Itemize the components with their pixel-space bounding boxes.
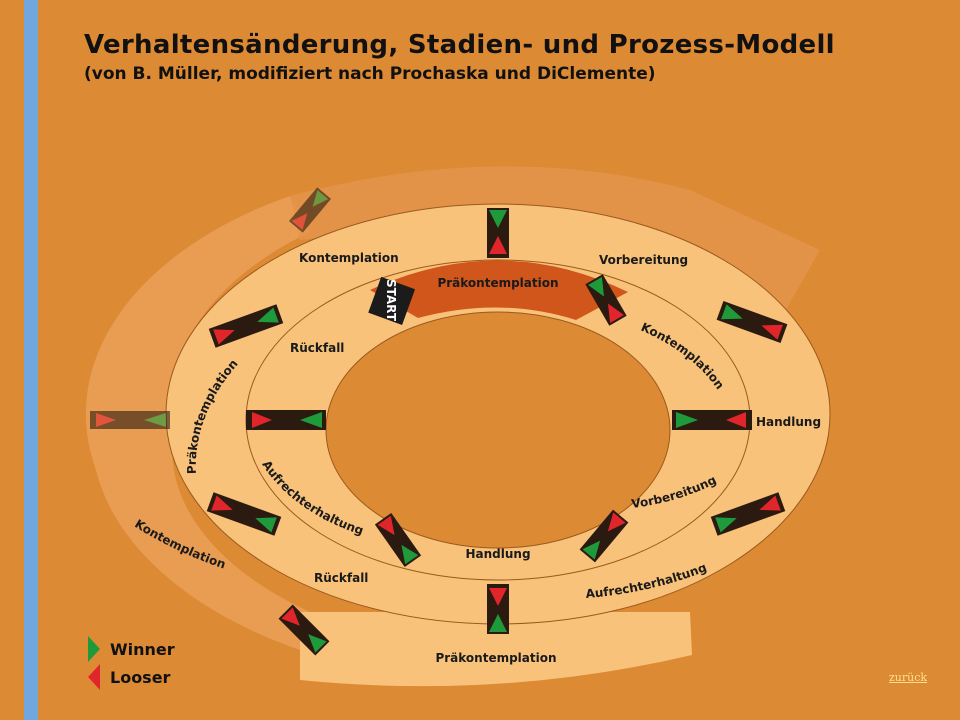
transition-marker (208, 304, 284, 348)
inner-label-handlung: Handlung (465, 547, 530, 561)
back-link[interactable]: zurück (889, 671, 928, 684)
transition-marker (246, 410, 326, 430)
transition-marker (288, 187, 332, 233)
extension-label-praekontemplation: Präkontemplation (435, 651, 556, 665)
outer-label-vorbereitung: Vorbereitung (599, 253, 688, 267)
transition-markers (90, 187, 788, 656)
inner-label-rueckfall: Rückfall (290, 341, 344, 355)
legend-winner: Winner (88, 636, 175, 662)
transition-marker (487, 584, 509, 634)
sidebar-stripe (24, 0, 38, 720)
legend-looser-label: Looser (110, 667, 171, 687)
transition-marker (487, 208, 509, 258)
transition-marker (206, 492, 282, 536)
transition-marker (716, 300, 788, 344)
legend-looser: Looser (88, 664, 170, 690)
legend-winner-label: Winner (110, 639, 175, 659)
inner-label-praekontemplation: Präkontemplation (437, 276, 558, 290)
page-title: Verhaltensänderung, Stadien- und Prozess… (84, 30, 835, 60)
outer-label-handlung: Handlung (756, 415, 821, 429)
outer-label-rueckfall: Rückfall (314, 571, 368, 585)
transition-marker (278, 604, 330, 656)
start-label: START (384, 279, 398, 322)
page-subtitle: (von B. Müller, modifiziert nach Prochas… (84, 64, 656, 84)
transition-marker (672, 410, 752, 430)
looser-arrow-icon (88, 664, 100, 690)
transition-marker (710, 492, 786, 536)
winner-arrow-icon (88, 636, 100, 662)
transition-marker (585, 274, 627, 326)
transition-marker (90, 411, 170, 429)
transition-marker (374, 512, 422, 568)
inner-segment-highlight (370, 260, 628, 320)
extension-ring (85, 166, 820, 687)
start-marker: START (368, 276, 416, 325)
center-area (325, 311, 671, 549)
outer-label-kontemplation: Kontemplation (299, 251, 399, 265)
transition-marker (579, 509, 629, 563)
